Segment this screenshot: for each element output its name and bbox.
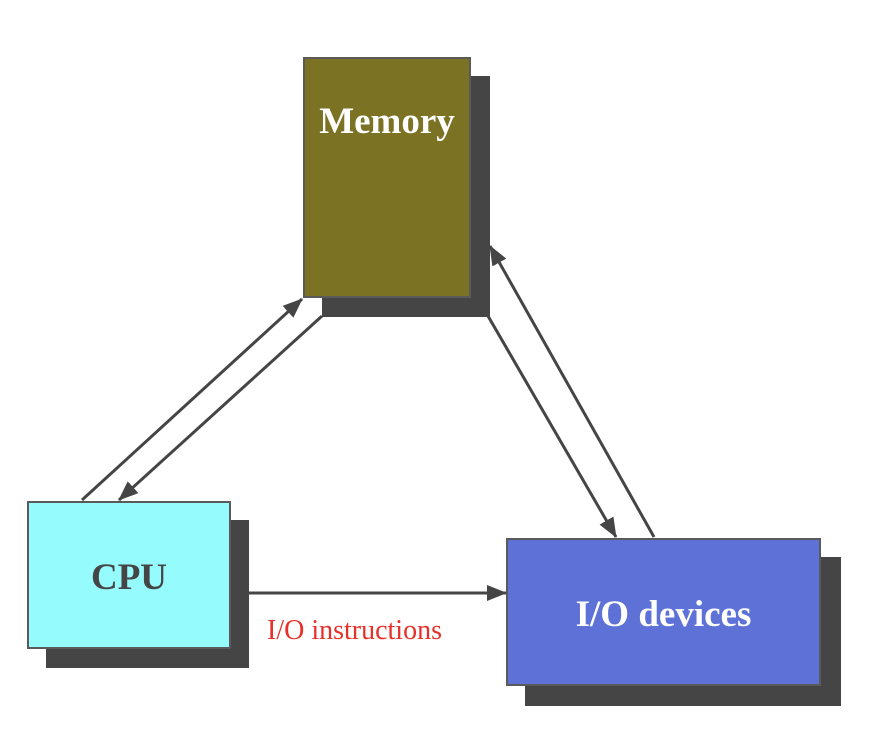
io-devices-label: I/O devices	[575, 593, 752, 635]
arrow-cpu-to-memory	[80, 297, 304, 502]
io-devices-node: I/O devices	[506, 538, 821, 686]
cpu-node: CPU	[27, 501, 231, 649]
io-instructions-label: I/O instructions	[267, 615, 442, 646]
arrow-memory-to-io	[486, 315, 618, 538]
memory-node: Memory	[303, 57, 471, 298]
arrow-io-to-memory	[488, 245, 656, 538]
memory-label: Memory	[319, 101, 455, 142]
cpu-label: CPU	[90, 556, 168, 598]
arrow-memory-to-cpu	[117, 314, 324, 502]
